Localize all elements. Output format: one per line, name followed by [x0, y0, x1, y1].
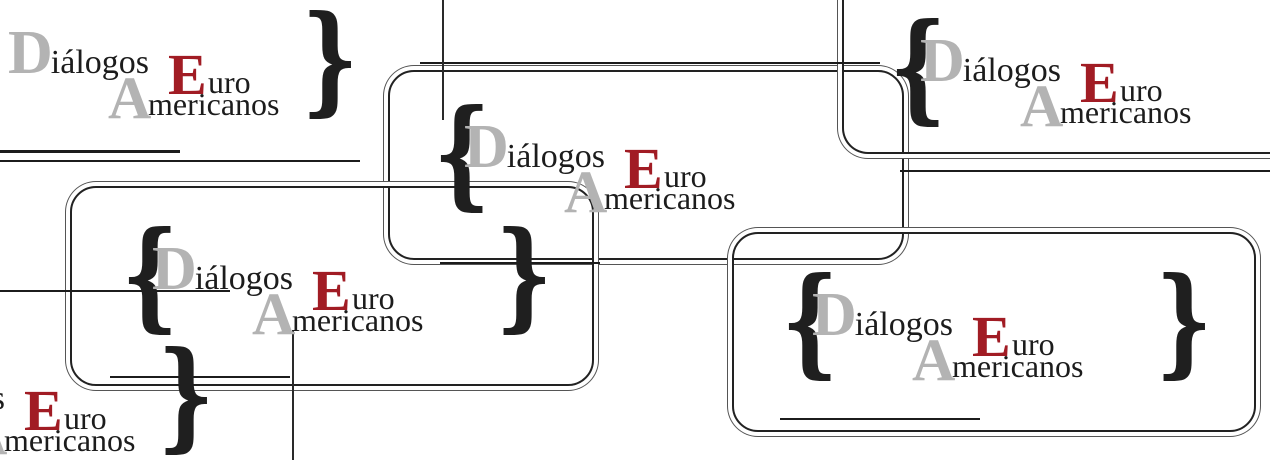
opening-brace: {: [433, 83, 491, 222]
rule: [780, 418, 980, 420]
rule: [900, 170, 1270, 172]
logo-instance-3: { Diálogos E uro A mericanos: [889, 0, 1192, 139]
logo-initial-a: A: [1020, 73, 1064, 139]
rule: [0, 150, 180, 153]
frame-top-right: [842, 0, 1270, 154]
opening-brace: {: [889, 0, 947, 136]
opening-brace: {: [121, 205, 179, 344]
logo-word-dialogos: Diálogos: [0, 354, 5, 425]
frame-right: [732, 232, 1256, 432]
logo-initial-a: A: [0, 404, 7, 464]
rule: [420, 62, 880, 64]
logo-initial-e: E: [24, 378, 63, 443]
logo-initial-e: E: [624, 136, 663, 201]
logo-initial-e: E: [1080, 50, 1119, 115]
logo-word-dialogos: Diálogos: [8, 19, 149, 87]
logo-initial-a: A: [108, 65, 152, 131]
logo-initial-e: E: [168, 42, 207, 107]
logo-initial-a: A: [252, 281, 296, 347]
vertical-rule: [442, 0, 444, 120]
logo-initial-e: E: [312, 258, 351, 323]
logo-word-dialogos: Diálogos: [812, 281, 953, 349]
opening-brace: {: [781, 251, 839, 390]
logo-word-dialogos: Diálogos: [152, 235, 293, 303]
logo-word-dialogos: Diálogos: [920, 27, 1061, 95]
frame-left: [70, 186, 594, 386]
vertical-rule: [292, 330, 294, 460]
rule: [0, 160, 360, 162]
logo-word-dialogos: Diálogos: [464, 113, 605, 181]
logo-initial-a: A: [564, 159, 608, 225]
closing-brace: }: [301, 0, 359, 128]
rule: [0, 290, 230, 292]
logo-instance-5: } Diálogos E uro A mericanos: [0, 336, 224, 466]
logo-instance-6: { } Diálogos E uro A mericanos: [781, 251, 1213, 393]
logo-instance-2: { Diálogos E uro A mericanos: [433, 83, 736, 225]
logo-instance-4: { } Diálogos E uro A mericanos: [121, 205, 553, 347]
closing-brace: }: [1155, 251, 1213, 390]
logo-initial-a: A: [912, 327, 956, 393]
frame-center: [388, 70, 904, 260]
rule: [110, 376, 290, 378]
logo-instance-1: } Diálogos E uro A mericanos: [8, 0, 359, 131]
closing-brace: }: [495, 205, 553, 344]
logo-initial-e: E: [972, 304, 1011, 369]
closing-brace: }: [157, 325, 215, 464]
rule: [440, 262, 600, 264]
